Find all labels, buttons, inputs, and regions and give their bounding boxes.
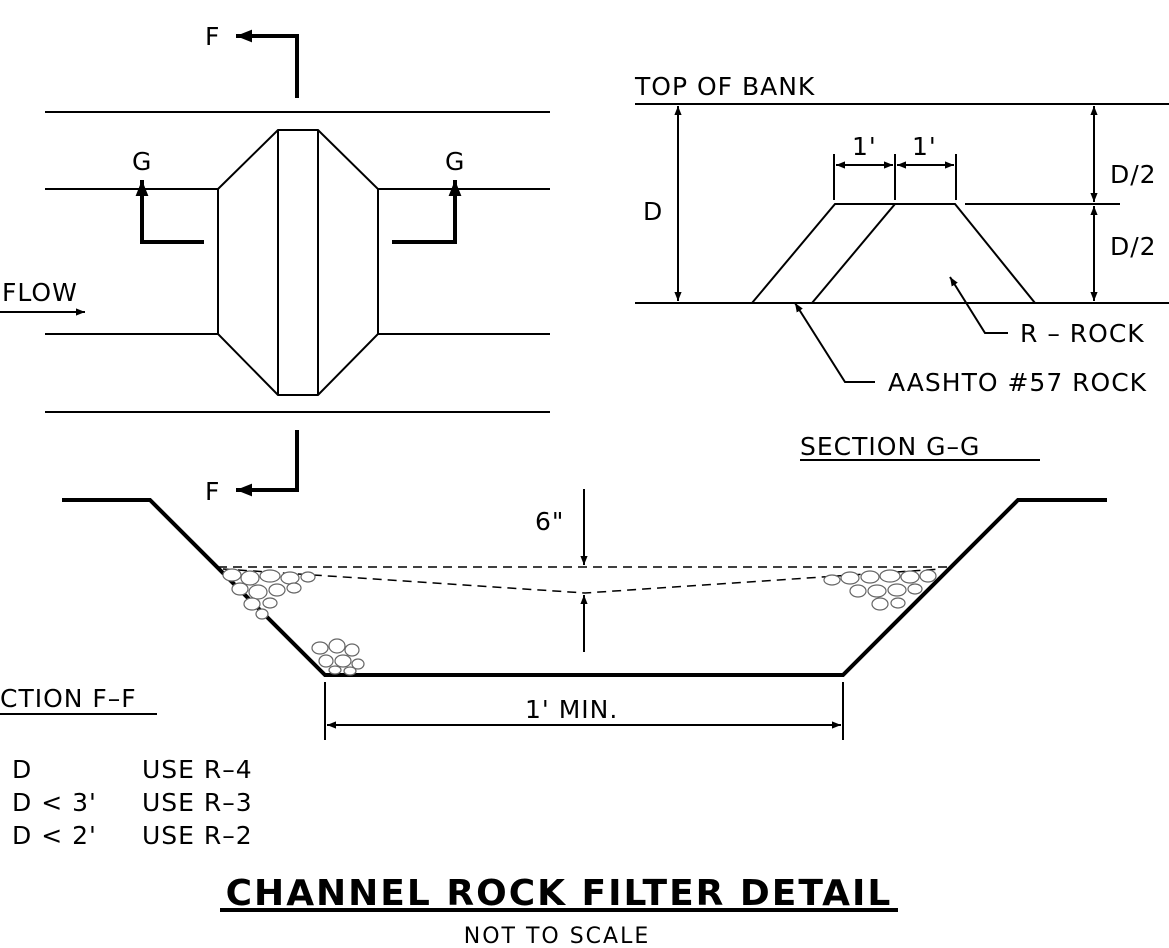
rock-table-use-3: USE R–2 [142,821,253,850]
top-of-bank-label: TOP OF BANK [634,72,815,101]
aashto-rock-label: AASHTO #57 ROCK [888,368,1147,397]
section-f-cut-top: F [205,22,299,98]
flow-label: FLOW [2,278,78,307]
half-lower-label: D/2 [1110,232,1157,261]
channel-profile [62,498,1107,677]
drawing-subtitle: NOT TO SCALE [464,924,651,948]
section-g-cut-left: G [132,147,204,244]
rock-size-table: D USE R–4 D < 3' USE R–3 D < 2' USE R–2 [12,755,253,850]
section-g-left-label: G [132,147,152,176]
half-upper-label: D/2 [1110,160,1157,189]
rock-filter-section [749,203,1038,304]
rock-fill-bottom-icon [311,638,365,676]
section-g-view: TOP OF BANK D 1' 1' D/2 D/2 R – ROCK AAS… [634,72,1169,461]
bottom-width-label: 1' MIN. [525,695,618,724]
rock-table-use-2: USE R–3 [142,788,253,817]
aashto-rock-leader [794,302,875,383]
plan-view: F F G G FLOW [0,22,550,506]
channel-banks [45,111,550,413]
rock-table-use-1: USE R–4 [142,755,253,784]
rock-filter-plan [217,129,379,396]
depth-label: D [643,197,663,226]
r-rock-label: R – ROCK [1020,319,1145,348]
aashto-layer-line [811,203,896,304]
rock-fill-left-icon [222,568,316,620]
section-f-bottom-label: F [205,477,220,506]
section-g-right-label: G [445,147,465,176]
drawing-title: CHANNEL ROCK FILTER DETAIL [226,873,893,914]
flow-indicator: FLOW [0,278,85,316]
section-g-title: SECTION G–G [800,432,980,461]
section-f-cut-bottom: F [205,430,299,506]
filter-crest-line [222,568,942,594]
rock-fill-right-icon [823,569,937,611]
section-g-cut-right: G [392,147,465,244]
width-right-label: 1' [912,132,937,161]
rock-table-condition-2: D < 3' [12,788,97,817]
rock-table-condition-1: D [12,755,32,784]
r-rock-leader [949,276,1008,334]
width-left-label: 1' [852,132,877,161]
section-f-top-label: F [205,22,220,51]
rock-table-condition-3: D < 2' [12,821,97,850]
drawing-title-block: CHANNEL ROCK FILTER DETAIL NOT TO SCALE [220,873,898,948]
section-f-title: CTION F–F [0,684,137,713]
freeboard-label: 6" [535,507,564,536]
section-f-view: 6" 1' MIN. CTION F–F [0,489,1107,740]
